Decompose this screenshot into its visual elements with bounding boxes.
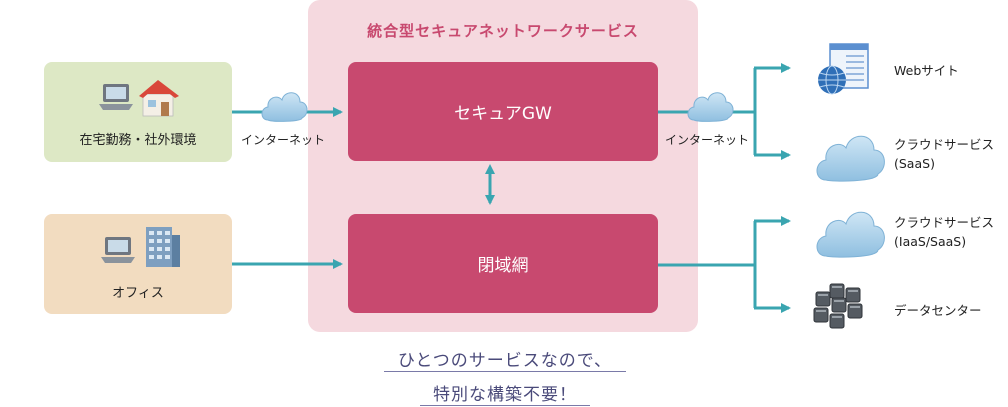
- internet-cloud-icon: [261, 92, 308, 122]
- tagline-line2: 特別な構築不要！: [433, 385, 577, 405]
- cloud-icon: [816, 135, 885, 182]
- closed-network-box: 閉域網: [348, 214, 658, 313]
- service-label-datacenter: データセンター: [894, 301, 982, 320]
- arrow-gw-to-services: [658, 63, 791, 160]
- internet-label-left: インターネット: [241, 133, 326, 147]
- service-iaas-line1: クラウドサービス: [894, 215, 995, 230]
- service-saas-line2: (SaaS): [894, 156, 935, 171]
- internet-label-right: インターネット: [665, 133, 750, 147]
- service-iaas-line2: (IaaS/SaaS): [894, 234, 967, 249]
- tagline-underline-2: [420, 405, 590, 406]
- service-label-iaas: クラウドサービス (IaaS/SaaS): [894, 213, 994, 251]
- home-remote-box: [44, 62, 232, 162]
- tagline-line1: ひとつのサービスなので、: [397, 351, 613, 371]
- closed-network-label: 閉域網: [477, 256, 529, 276]
- secure-gw-label: セキュアGW: [454, 104, 552, 124]
- building-icon: [146, 227, 180, 267]
- home-remote-label: 在宅勤務・社外環境: [79, 133, 197, 148]
- laptop-icon: [99, 84, 133, 110]
- service-label-website: Webサイト: [894, 61, 959, 80]
- service-label-saas: クラウドサービス (SaaS): [894, 135, 994, 173]
- service-datacenter-line1: データセンター: [894, 303, 982, 318]
- service-saas-line1: クラウドサービス: [894, 137, 995, 152]
- office-label: オフィス: [112, 286, 164, 301]
- service-website-line1: Webサイト: [894, 63, 959, 78]
- internet-cloud-icon: [687, 92, 734, 122]
- cloud-icon: [816, 211, 885, 258]
- house-icon: [139, 80, 179, 117]
- arrow-closed-network-to-services: [658, 216, 791, 313]
- secure-gw-box: セキュアGW: [348, 62, 658, 161]
- globe-browser-icon: [818, 43, 869, 95]
- laptop-icon: [101, 237, 135, 263]
- office-box: [44, 214, 232, 314]
- panel-title: 統合型セキュアネットワークサービス: [367, 22, 639, 40]
- server-rack-icon: [813, 283, 863, 329]
- tagline-underline-1: [384, 371, 626, 372]
